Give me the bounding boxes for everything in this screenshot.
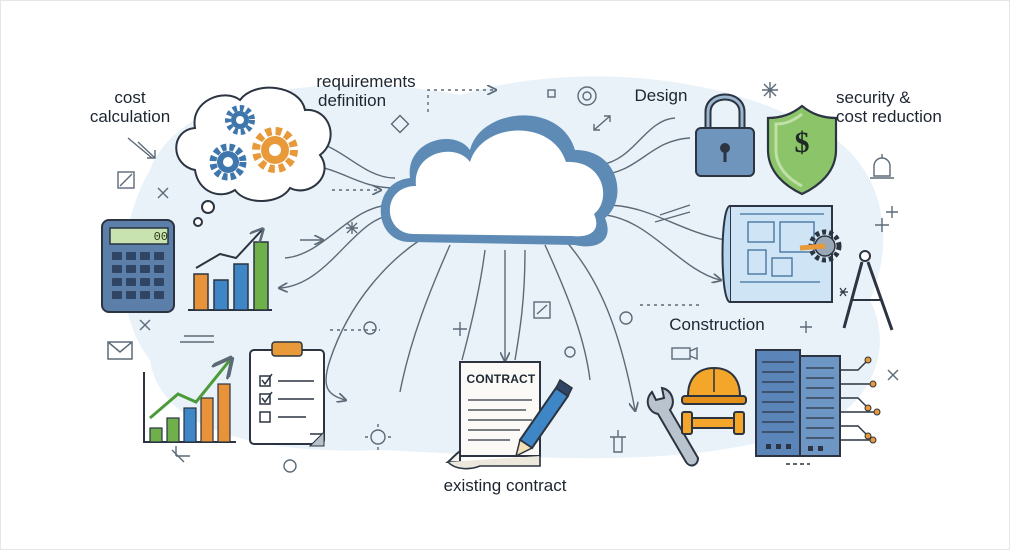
shield-dollar-symbol: $	[794, 126, 810, 159]
label-existing-contract: existing contract	[432, 476, 578, 495]
label-requirements-line2: definition	[318, 91, 387, 110]
label-cost-calculation-line2: calculation	[89, 107, 171, 126]
blueprint-gear-icon	[799, 229, 842, 263]
label-construction-text: Construction	[669, 315, 765, 334]
dumbbell-tool-icon	[681, 411, 745, 435]
wrench-icon	[646, 386, 700, 467]
contract-heading: CONTRACT	[466, 372, 536, 386]
pen-icon	[514, 378, 573, 458]
label-security-cost-reduction: security & cost reduction	[836, 88, 966, 126]
label-design-text: Design	[634, 86, 688, 105]
checklist-clipboard-icon	[249, 341, 325, 447]
cloud-icon	[380, 115, 618, 247]
growth-chart-icon	[143, 360, 236, 443]
server-rack-icon	[755, 349, 881, 465]
compass-icon	[839, 250, 894, 331]
padlock-icon	[695, 93, 755, 177]
gears-thought-bubble-icon	[175, 86, 332, 227]
hard-hat-icon	[681, 366, 747, 405]
bar-chart-icon	[188, 230, 272, 311]
label-requirements-line1: requirements	[316, 72, 416, 91]
label-cost-calculation: cost calculation	[72, 88, 188, 126]
label-security-line1: security &	[836, 88, 911, 107]
label-security-line2: cost reduction	[836, 107, 942, 126]
envelope-icon	[107, 341, 133, 360]
gear-orange-icon	[252, 127, 298, 173]
gear-blue-icon	[209, 143, 247, 181]
label-existing-contract-text: existing contract	[443, 476, 567, 495]
label-design: Design	[626, 86, 696, 105]
label-construction: Construction	[660, 315, 774, 334]
label-requirements-definition: requirements definition	[306, 72, 426, 110]
connector-lines	[280, 90, 726, 410]
blueprint-icon	[721, 205, 842, 303]
label-cost-calculation-line1: cost	[114, 88, 146, 107]
decorative-symbols	[117, 82, 899, 473]
gear-blue-small-icon	[225, 105, 255, 135]
contract-document-icon	[445, 361, 541, 470]
shield-dollar-icon	[766, 104, 838, 196]
calculator-icon	[101, 219, 175, 313]
calculator-display: 00	[153, 230, 168, 244]
